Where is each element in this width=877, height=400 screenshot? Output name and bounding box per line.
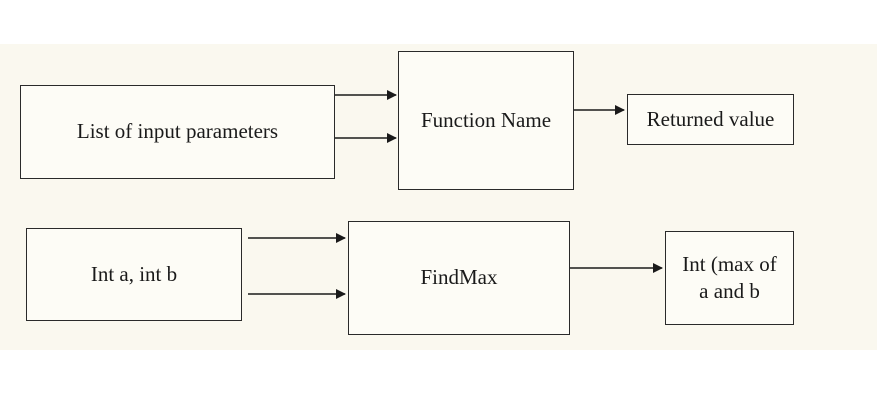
findmax-label: FindMax xyxy=(420,265,498,290)
returned-value-label: Returned value xyxy=(646,106,775,131)
int-a-int-b-label: Int a, int b xyxy=(90,261,178,286)
max-of-a-and-b-line1: Int (max of xyxy=(682,251,777,276)
input-parameters-box: List of input parameters xyxy=(20,85,335,179)
function-name-label: Function Name xyxy=(420,107,552,132)
max-of-a-and-b-line2: a and b xyxy=(699,279,760,303)
input-parameters-label: List of input parameters xyxy=(76,119,279,144)
returned-value-box: Returned value xyxy=(627,94,794,145)
max-of-a-and-b-box: Int (max of a and b xyxy=(665,231,794,325)
int-a-int-b-box: Int a, int b xyxy=(26,228,242,321)
function-name-box: Function Name xyxy=(398,51,574,190)
findmax-box: FindMax xyxy=(348,221,570,335)
